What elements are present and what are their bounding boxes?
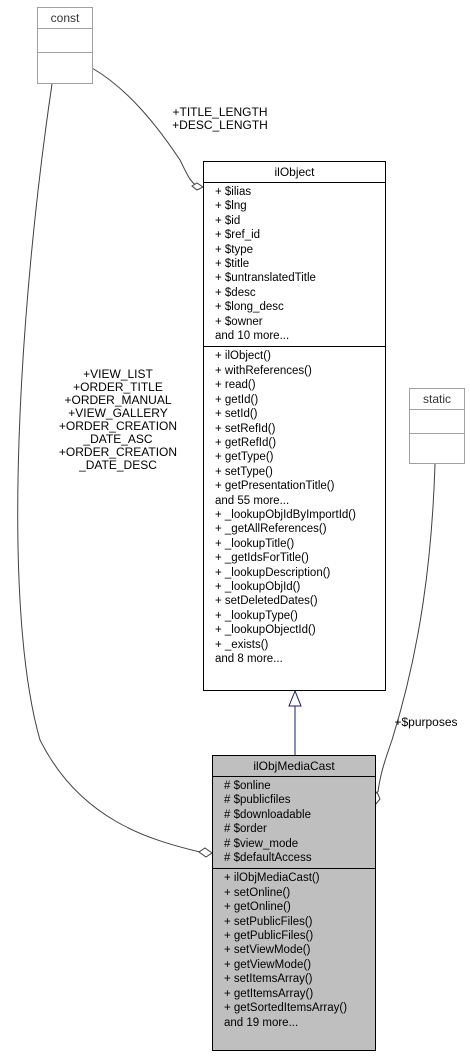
method-entry: + getType() [215, 451, 274, 464]
static-methods-section [410, 433, 464, 457]
method-entry: + setViewMode() [224, 944, 311, 957]
method-entry: + _lookupObjIdByImportId() [215, 508, 356, 521]
method-entry: + _lookupObjectId() [215, 624, 316, 637]
class-box-static[interactable]: static [409, 388, 465, 464]
method-entry: + getSortedItemsArray() [224, 1002, 348, 1015]
attribute-entry: + $owner [215, 315, 263, 328]
method-entry: + getItemsArray() [224, 987, 314, 1000]
class-box-const[interactable]: const [37, 7, 93, 84]
edge-static-mediacast [377, 463, 436, 793]
method-entry: + _lookupTitle() [215, 537, 295, 550]
ilobjmediacast-methods: + ilObjMediaCast()+ setOnline() + getOnli… [213, 868, 375, 1032]
aggregation-diamond-ilobject [191, 182, 204, 191]
attribute-entry: + $desc [215, 286, 256, 299]
attribute-entry: + $ref_id [215, 229, 261, 242]
attribute-entry: + $untranslatedTitle [215, 272, 316, 285]
class-title-static: static [410, 389, 464, 410]
static-attributes-section [410, 410, 464, 433]
aggregation-diamond-mediacast [198, 847, 213, 858]
attribute-entry: + $title [215, 258, 250, 271]
method-entry: + setItemsArray() [224, 973, 313, 986]
edge-label-line: +ORDER_CREATION [58, 419, 178, 433]
method-entry: + _lookupObjId() [215, 580, 301, 593]
edge-label-const-ilobject: +TITLE_LENGTH+DESC_LENGTH [158, 106, 282, 132]
method-entry: + getPresentationTitle() [215, 480, 335, 493]
edge-const-ilobject [91, 67, 198, 187]
class-title-const: const [38, 8, 92, 29]
attribute-entry: # $online [224, 780, 271, 792]
edge-label-line: _DATE_DESC [79, 458, 157, 472]
ilobject-attributes: + $ilias + $lng+ $id + $ref_id+ $type + $ti… [204, 183, 385, 346]
attribute-entry: + $long_desc [215, 301, 284, 314]
attribute-entry: and 10 more... [215, 330, 290, 343]
method-entry: + _exists() [215, 638, 269, 651]
method-entry: + setPublicFiles() [224, 915, 313, 928]
method-entry: + getId() [215, 393, 259, 406]
ilobject-methods: + ilObject()+ withReferences()+ read()+ … [204, 346, 385, 669]
attribute-entry: # $order [224, 823, 267, 836]
method-entry: + setRefId() [215, 422, 276, 435]
method-entry: + ilObjMediaCast() [224, 872, 320, 885]
edge-label-line: +ORDER_MANUAL [64, 393, 172, 407]
method-entry: + getRefId() [215, 436, 277, 449]
attribute-entry: + $type [215, 243, 254, 256]
edge-label-line: +TITLE_LENGTH [172, 105, 268, 119]
method-entry: + _lookupType() [215, 609, 298, 622]
method-entry: + getPublicFiles() [224, 930, 314, 943]
attribute-entry: + $ilias [215, 186, 252, 198]
class-box-ilobjmediacast[interactable]: ilObjMediaCast # $online# $publicfiles# … [212, 755, 376, 1051]
attribute-entry: # $view_mode [224, 837, 299, 850]
inheritance-arrow [288, 689, 302, 707]
attribute-entry: # $downloadable [224, 808, 311, 821]
edge-label-line: +ORDER_CREATION [58, 445, 178, 459]
method-entry: + getOnline() [224, 901, 291, 914]
edge-label-const-mediacast: +VIEW_LIST+ORDER_TITLE+ORDER_MANUAL+VIEW… [42, 368, 194, 472]
attribute-entry: # $defaultAccess [224, 852, 312, 865]
edge-label-line: +VIEW_LIST [83, 367, 153, 381]
method-entry: and 8 more... [215, 653, 283, 665]
ilobjmediacast-attributes: # $online # $publicfiles# $downloadable # … [213, 777, 375, 868]
attribute-entry: # $publicfiles [224, 794, 291, 807]
edge-const-mediacast [17, 83, 201, 853]
method-entry: and 55 more... [215, 494, 290, 507]
edge-label-line: +DESC_LENGTH [172, 118, 268, 132]
edge-label-line: _DATE_ASC [83, 432, 153, 446]
edge-label-line: +$purposes [394, 715, 458, 729]
method-entry: + _getIdsForTitle() [215, 552, 309, 565]
method-entry: + setId() [215, 408, 258, 421]
edge-label-static-mediacast: +$purposes [388, 716, 464, 729]
method-entry: + read() [215, 379, 256, 392]
attribute-entry: + $lng [215, 200, 247, 213]
class-box-ilobject[interactable]: ilObject + $ilias+ $lng+ $id+ $ref_id+ $… [203, 161, 386, 691]
method-entry: + setOnline() [224, 886, 291, 899]
method-entry: and 19 more... [224, 1016, 299, 1029]
edge-label-line: +ORDER_TITLE [73, 380, 163, 394]
method-entry: + setDeletedDates() [215, 595, 318, 608]
edge-label-line: +VIEW_GALLERY [68, 406, 168, 420]
class-title-ilobjmediacast: ilObjMediaCast [213, 756, 375, 777]
method-entry: + _lookupDescription() [215, 566, 331, 579]
attribute-entry: + $id [215, 214, 241, 227]
class-title-ilobject: ilObject [204, 162, 385, 183]
method-entry: + setType() [215, 465, 273, 478]
method-entry: + getViewMode() [224, 958, 312, 971]
method-entry: + _getAllReferences() [215, 523, 327, 536]
method-entry: + ilObject() [215, 350, 271, 363]
method-entry: + withReferences() [215, 364, 312, 377]
const-attributes-section [38, 29, 92, 52]
const-methods-section [38, 52, 92, 76]
